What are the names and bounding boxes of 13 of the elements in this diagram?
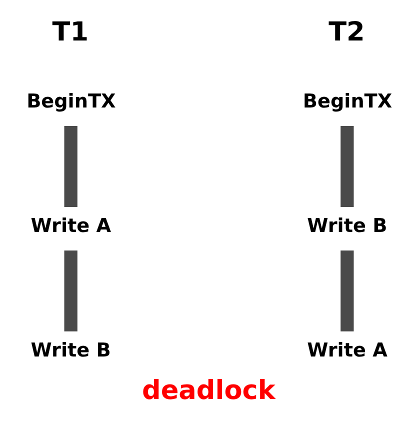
node-text: Write A [30,214,112,237]
label: T1 [52,17,89,48]
node-text: Write A [307,338,388,362]
connector [64,250,78,332]
connector [64,126,78,207]
caption: deadlock [142,376,276,406]
node-text: BeginTX [302,89,392,112]
label: T2 [328,17,365,48]
connector [340,250,354,332]
connector [340,126,354,207]
node-text: BeginTX [26,89,116,112]
node-text: Write B [30,338,111,362]
node-text: Write B [307,214,388,237]
